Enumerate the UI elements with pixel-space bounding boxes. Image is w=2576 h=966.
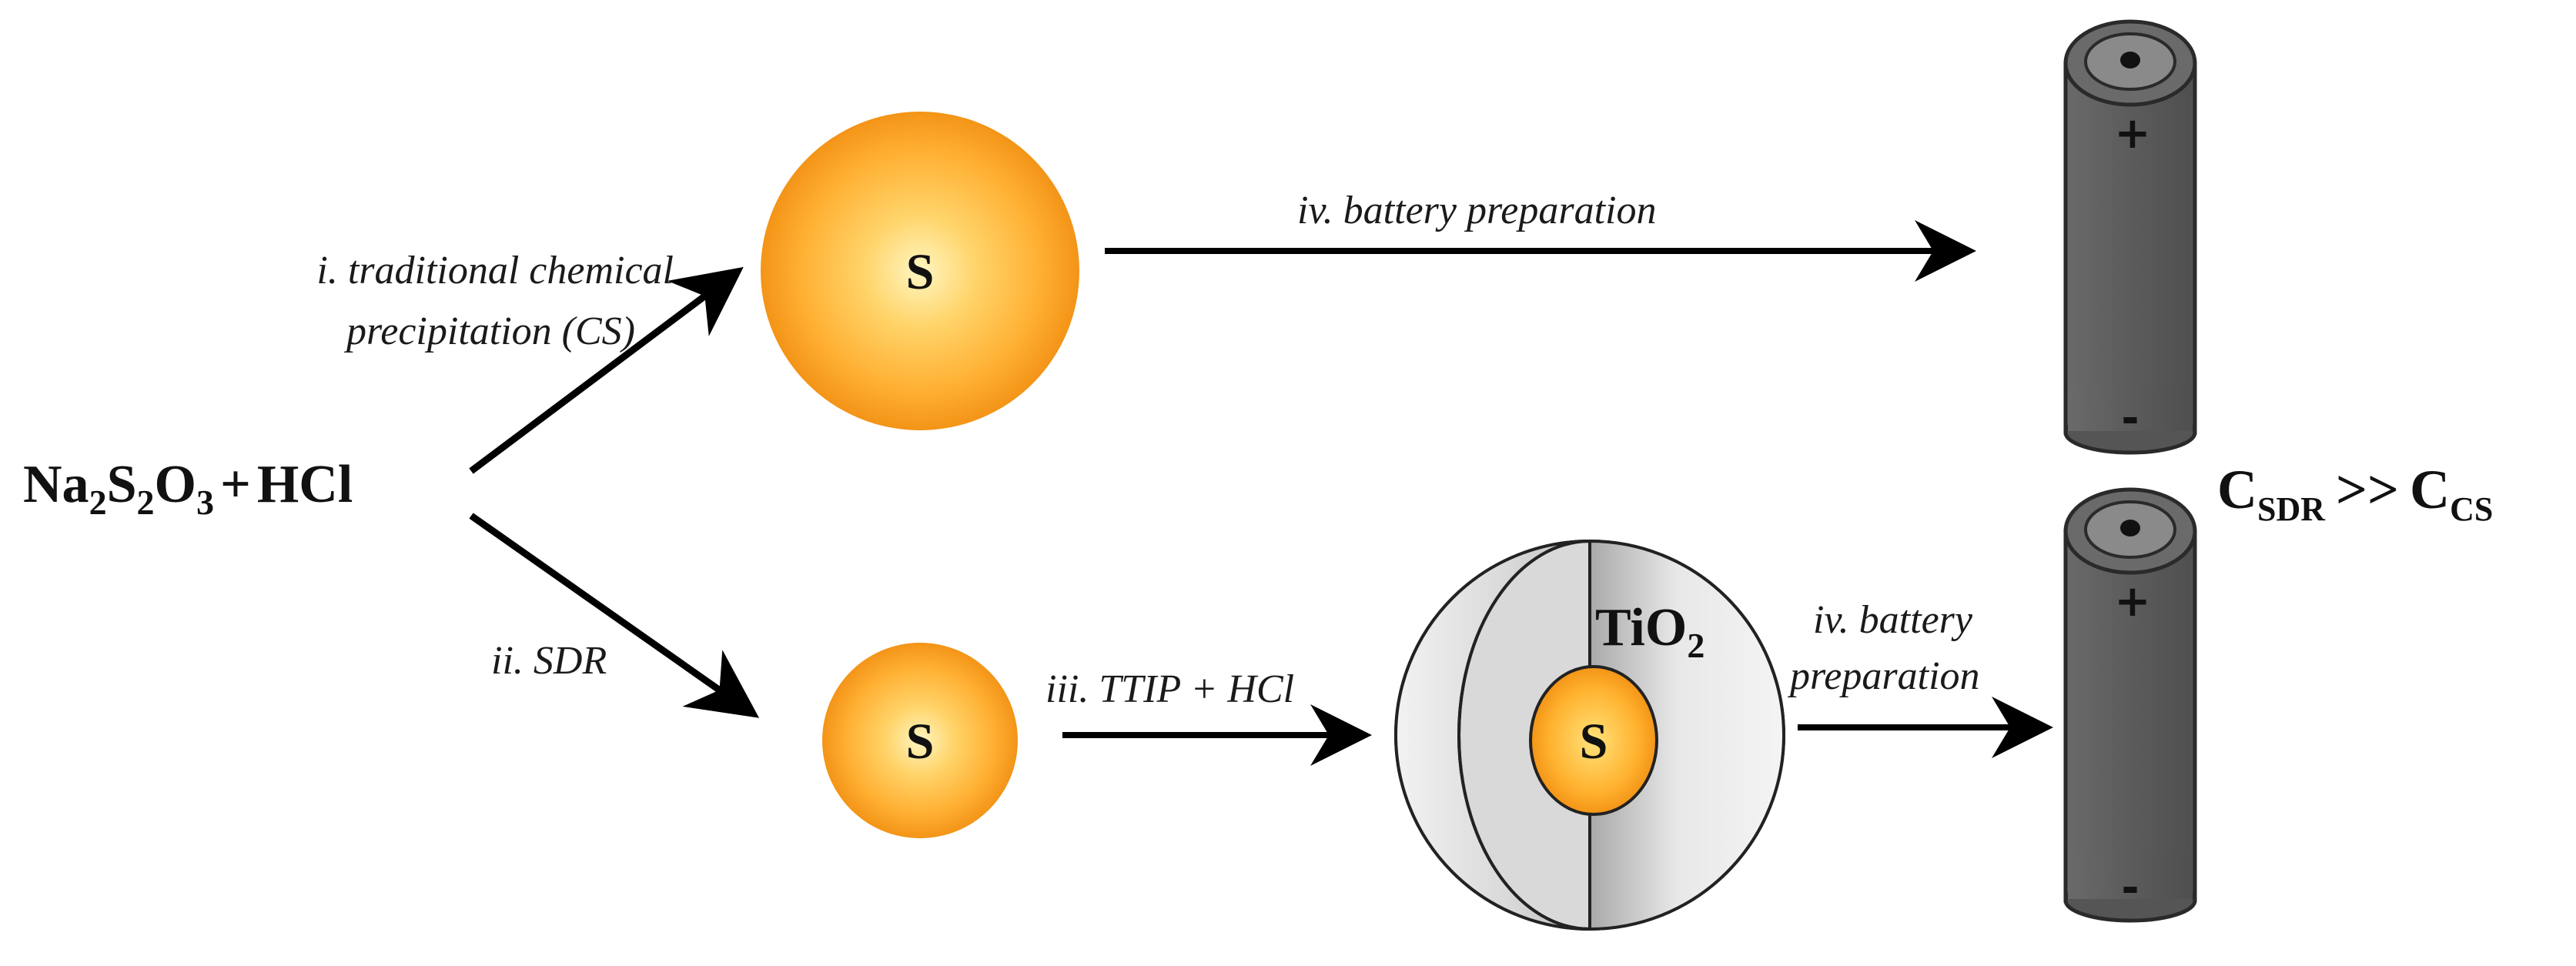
step1-label-line1: i. traditional chemical	[316, 249, 674, 292]
comparison-c2: C	[2410, 459, 2450, 520]
tio2-sub: 2	[1687, 626, 1705, 665]
reactant-hcl: HCl	[257, 455, 353, 514]
step4-bottom-label-line2: preparation	[1787, 654, 1980, 698]
battery-bottom	[2063, 487, 2197, 923]
capacity-comparison: CSDR>>CCS	[2217, 459, 2493, 528]
step4-bottom-label-line1: iv. battery	[1813, 598, 1973, 642]
large-sulfur-label: S	[906, 244, 935, 300]
small-sulfur-label: S	[906, 714, 935, 770]
tio2-label: TiO2	[1595, 598, 1705, 665]
battery-top-minus: -	[2121, 393, 2139, 443]
step1-label-line2: precipitation (CS)	[343, 309, 635, 353]
battery-top	[2063, 19, 2197, 455]
battery-bottom-plus: +	[2115, 577, 2151, 627]
step4-top-label: iv. battery preparation	[1297, 189, 1656, 232]
reactant-na: Na	[23, 455, 89, 514]
reactant-o: O	[155, 455, 196, 514]
step2-label: ii. SDR	[491, 639, 607, 683]
reactant-plus: +	[220, 455, 251, 514]
battery-bottom-minus: -	[2121, 863, 2139, 913]
comparison-c2-sub: CS	[2450, 490, 2493, 528]
small-sulfur-particle	[822, 643, 1018, 838]
reactant-s: S	[107, 455, 137, 514]
battery-top-plus: +	[2115, 109, 2151, 159]
core-sulfur-label: S	[1580, 714, 1608, 770]
reactant-o-sub: 3	[196, 483, 214, 522]
tio2-text: TiO	[1595, 598, 1687, 657]
reactant-na-sub: 2	[89, 483, 107, 522]
core-shell-particle	[1394, 539, 1785, 931]
reactant-s-sub: 2	[137, 483, 155, 522]
arrow-to-sdr	[469, 513, 760, 718]
step3-label: iii. TTIP + HCl	[1045, 667, 1294, 711]
arrow-to-cs	[469, 266, 744, 474]
comparison-op: >>	[2336, 459, 2399, 520]
reactants-formula: Na2S2O3+HCl	[23, 455, 353, 522]
comparison-c1-sub: SDR	[2257, 490, 2326, 528]
large-sulfur-particle	[761, 112, 1079, 430]
comparison-c1: C	[2217, 459, 2257, 520]
